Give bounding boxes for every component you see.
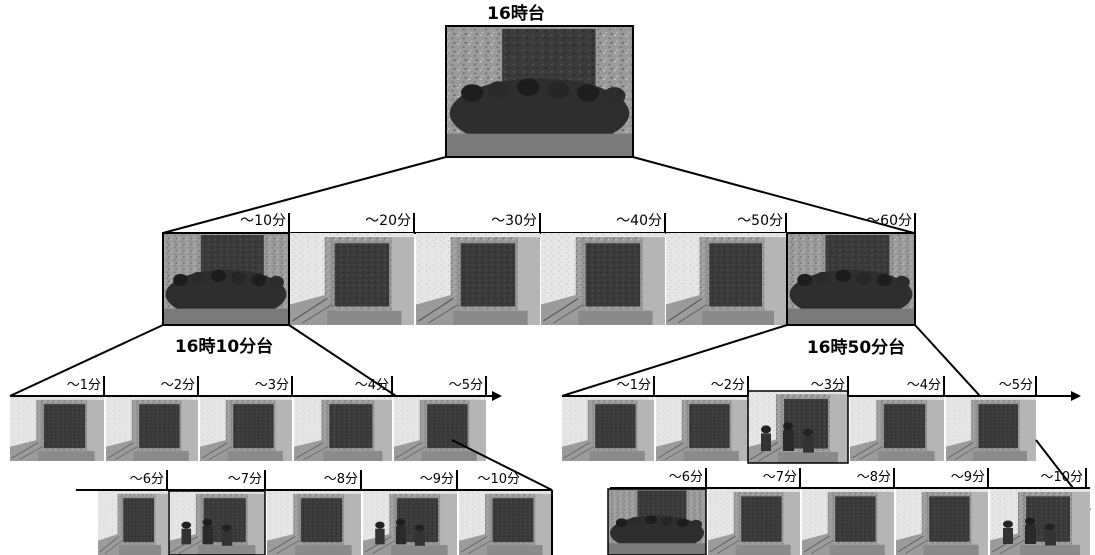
left-row1-ticks [103, 376, 487, 396]
tick-label: ～10分 [477, 472, 520, 487]
right-row1-frames [562, 390, 1036, 464]
tick-label: ～20分 [365, 213, 411, 229]
tick-label: ～6分 [130, 472, 164, 487]
tick-label: ～40分 [616, 213, 662, 229]
zoom-line [451, 439, 553, 491]
right-row2-ticks [705, 468, 1087, 488]
tick-label: ～7分 [228, 472, 262, 487]
zoom-line [914, 324, 981, 397]
tick-label: ～1分 [67, 378, 101, 393]
zoom-line [561, 324, 788, 397]
tick-label: ～50分 [737, 213, 783, 229]
tick-label: ～3分 [811, 378, 845, 393]
root-label: 16時台 [487, 3, 545, 24]
tick-label: ～10分 [1040, 470, 1083, 485]
tick-label: ～9分 [420, 472, 454, 487]
tick-label: ～4分 [907, 378, 941, 393]
zoom-line [162, 156, 447, 234]
right-row1-ticks [653, 376, 1037, 396]
level1-ticks [288, 213, 916, 233]
left-row2-frames [98, 490, 552, 555]
tick-label: ～7分 [763, 470, 797, 485]
tick-label: ～5分 [449, 378, 483, 393]
tick-label: ～1分 [617, 378, 651, 393]
zoom-line [9, 324, 164, 397]
level1-frames [162, 232, 916, 326]
tick-label: ～8分 [857, 470, 891, 485]
caption-left: 16時10分台 [175, 336, 273, 357]
left-row2-ticks [166, 470, 553, 555]
caption-right: 16時50分台 [807, 337, 905, 358]
tick-label: ～10分 [240, 213, 286, 229]
left-row1-frames [10, 397, 486, 461]
zoom-line [288, 324, 397, 397]
tick-label: ～9分 [951, 470, 985, 485]
tick-label: ～5分 [999, 378, 1033, 393]
tick-label: ～3分 [255, 378, 289, 393]
root-thumbnail [445, 25, 634, 158]
tick-label: ～6分 [669, 470, 703, 485]
tick-label: ～4分 [355, 378, 389, 393]
arrow-head [492, 391, 502, 401]
right-row2-frames [607, 488, 1090, 555]
tick-label: ～2分 [161, 378, 195, 393]
zoom-line [632, 156, 915, 234]
arrow-head [1071, 391, 1081, 401]
tick-label: ～60分 [866, 213, 912, 229]
tick-label: ～8分 [324, 472, 358, 487]
tick-label: ～2分 [711, 378, 745, 393]
tick-label: ～30分 [491, 213, 537, 229]
